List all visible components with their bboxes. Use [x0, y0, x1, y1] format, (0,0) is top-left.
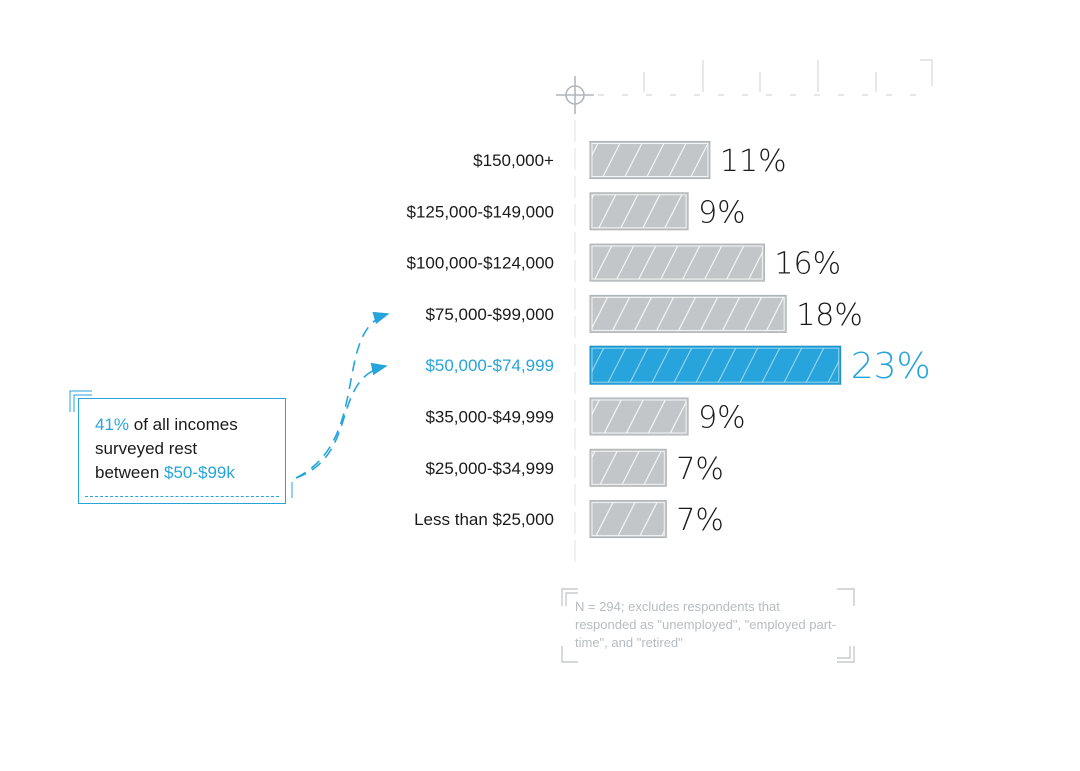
callout-line3: between — [95, 463, 164, 482]
value-label: 23% — [851, 346, 931, 387]
top-tick-frame — [598, 59, 933, 96]
category-label: Less than $25,000 — [414, 510, 554, 529]
callout-box: 41% of all incomes surveyed rest between… — [78, 398, 286, 504]
category-label: $25,000-$34,999 — [425, 459, 554, 478]
note-frame — [561, 588, 855, 663]
value-label: 18% — [796, 298, 863, 333]
callout-arrows — [295, 311, 390, 479]
value-label: 7% — [676, 503, 724, 538]
bar-hatch — [591, 245, 763, 280]
bar-hatch — [591, 143, 709, 177]
value-label: 9% — [698, 195, 746, 230]
category-label: $150,000+ — [473, 151, 554, 170]
bar-hatch — [591, 450, 665, 485]
category-label: $100,000-$124,000 — [407, 254, 554, 273]
category-label: $75,000-$99,000 — [425, 305, 554, 324]
bar-hatch — [591, 399, 687, 434]
crosshair-icon — [556, 76, 594, 114]
arrow-to-50k — [295, 362, 388, 479]
category-label: $125,000-$149,000 — [407, 202, 554, 221]
callout-text: 41% of all incomes surveyed rest between… — [95, 413, 275, 485]
value-label: 9% — [698, 401, 746, 436]
bar-hatch — [591, 502, 665, 537]
bars-layer: $150,000+ 11% $125,000-$149,000 9% $100,000-… — [407, 141, 931, 539]
callout-range: $50-$99k — [164, 463, 235, 482]
arrow-to-75k — [295, 311, 390, 479]
category-label: $35,000-$49,999 — [425, 408, 554, 427]
sample-size-note: N = 294; excludes respondents that respo… — [575, 599, 836, 650]
callout-inner-border — [85, 405, 279, 497]
bar-hatch — [591, 194, 687, 229]
value-label: 11% — [720, 144, 787, 179]
value-label: 7% — [676, 452, 724, 487]
callout-corner-marks — [69, 390, 293, 498]
category-label: $50,000-$74,999 — [425, 356, 554, 375]
callout-line1: of all incomes — [129, 415, 238, 434]
bar-hatch — [591, 347, 840, 383]
value-label: 16% — [774, 247, 841, 282]
callout-percent: 41% — [95, 415, 130, 434]
bar-hatch — [591, 296, 785, 331]
callout-line2: surveyed rest — [95, 439, 198, 458]
